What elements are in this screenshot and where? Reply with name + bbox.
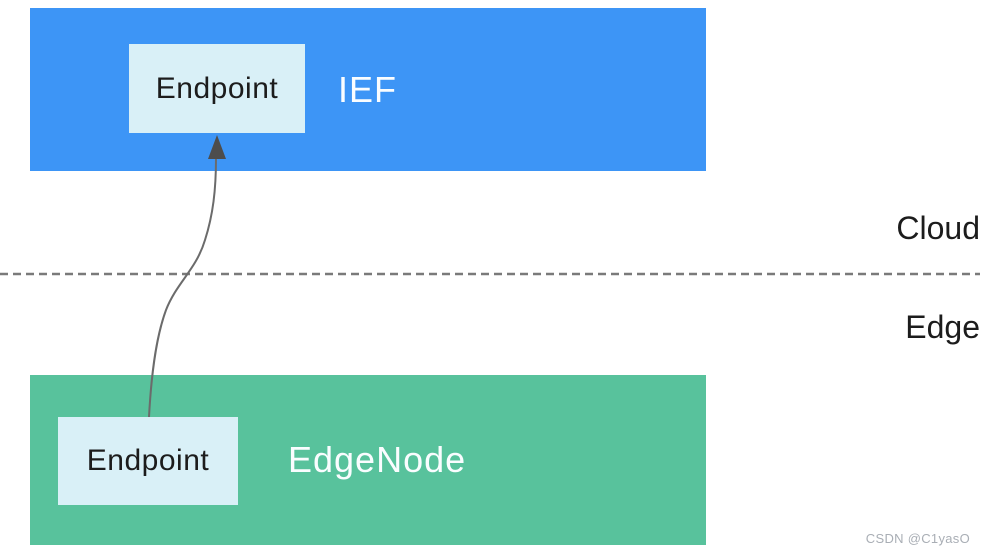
cloud-region-title: IEF (338, 8, 397, 171)
edgenode-label: EdgeNode (288, 439, 467, 480)
edge-region-title: EdgeNode (288, 375, 466, 545)
edge-endpoint-label: Endpoint (86, 444, 210, 477)
ief-label: IEF (338, 68, 398, 110)
edge-region-edgenode: Endpoint EdgeNode (30, 375, 706, 545)
zone-label-cloud: Cloud (896, 210, 980, 246)
cloud-endpoint-box: Endpoint (129, 44, 305, 133)
watermark: CSDN @C1yasO (865, 531, 970, 546)
cloud-endpoint-label: Endpoint (155, 71, 279, 105)
cloud-region-ief: Endpoint IEF (30, 8, 706, 171)
zone-label-edge: Edge (905, 309, 980, 345)
edge-endpoint-box: Endpoint (58, 417, 238, 505)
